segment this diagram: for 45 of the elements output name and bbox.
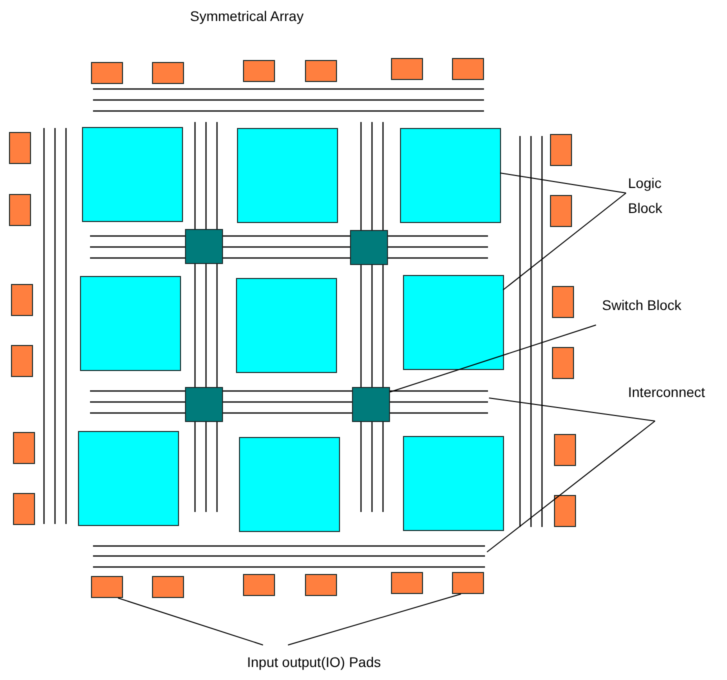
diagram-title: Symmetrical Array [190,8,304,24]
io-pad [305,574,337,596]
io-pad [552,347,574,379]
switch-block [185,387,223,422]
switch-block [185,229,223,264]
io-pad [13,432,35,464]
io-pad [9,132,31,164]
io-pad [550,195,572,227]
io-pad [391,58,423,80]
logic-block [403,436,504,531]
leader-line [488,398,656,422]
leader-line [500,172,626,194]
io-pad [9,194,31,226]
leader-line [390,324,596,392]
io-pad [152,576,184,598]
io-pad [554,434,576,466]
logic-block [403,275,504,370]
logic-block [239,437,340,532]
leader-line [118,598,264,646]
logic-block [82,127,183,222]
io-pad [305,60,337,82]
io-pad [11,345,33,377]
io-pad [554,495,576,527]
leader-line [502,192,626,290]
io-pad [91,576,123,598]
logic-block [80,276,181,371]
io-pad [243,60,275,82]
logic-block [78,431,179,526]
io-pad [391,572,423,594]
io-pad [91,62,123,84]
io-pad [452,572,484,594]
logic-block [237,128,338,223]
io-pad [552,286,574,318]
io-pad [550,134,572,166]
switch-block [350,230,388,265]
leader-line [288,594,462,646]
leader-line [486,420,656,552]
logic-block [400,128,501,223]
logic-block [236,278,337,373]
io-pad [243,574,275,596]
io-pad [152,62,184,84]
io-pad [13,493,35,525]
io-pad [11,284,33,316]
switch-block [352,387,390,422]
io-pad [452,58,484,80]
